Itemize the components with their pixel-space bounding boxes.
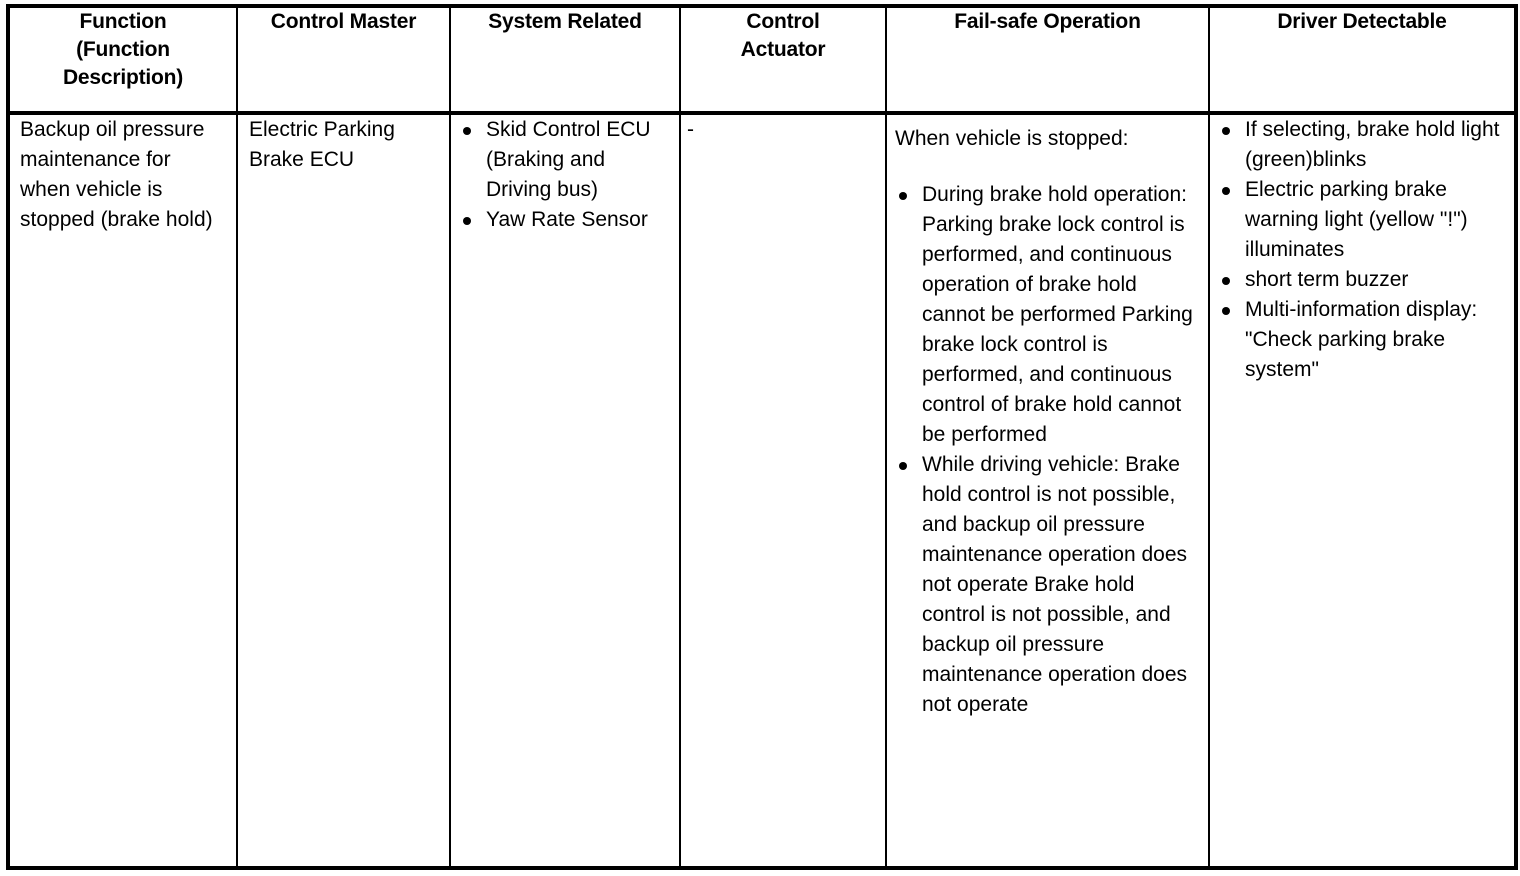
column-header-driver-detectable: Driver Detectable — [1208, 6, 1517, 115]
column-header-fail-safe-operation: Fail-safe Operation — [885, 6, 1210, 115]
column-header-system-related: System Related — [449, 6, 681, 115]
table-body: Backup oil pressure maintenance for when… — [7, 113, 1517, 868]
control-actuator-placeholder: - — [687, 118, 694, 141]
cell-control-master: Electric Parking Brake ECU — [236, 113, 451, 868]
table-row: Backup oil pressure maintenance for when… — [7, 113, 1517, 868]
cell-driver-detectable-inner: If selecting, brake hold light (green)bl… — [1210, 115, 1514, 385]
cell-system-related-inner: Skid Control ECU (Braking and Driving bu… — [451, 115, 679, 235]
list-item: Electric parking brake warning light (ye… — [1218, 175, 1506, 265]
fail-safe-function-table: Function (Function Description) Control … — [6, 4, 1518, 870]
fail-safe-list: During brake hold operation: Parking bra… — [895, 180, 1200, 720]
control-master-text: Electric Parking Brake ECU — [249, 118, 395, 171]
list-item: During brake hold operation: Parking bra… — [895, 180, 1200, 450]
cell-fail-safe-operation: When vehicle is stopped: During brake ho… — [885, 113, 1210, 868]
list-item: While driving vehicle: Brake hold contro… — [895, 450, 1200, 720]
fail-safe-intro-text: When vehicle is stopped: — [895, 127, 1129, 150]
cell-function-inner: Backup oil pressure maintenance for when… — [10, 115, 236, 235]
list-item: If selecting, brake hold light (green)bl… — [1218, 115, 1506, 175]
cell-control-master-inner: Electric Parking Brake ECU — [238, 115, 449, 175]
column-header-control-master: Control Master — [236, 6, 451, 115]
cell-fail-safe-inner: When vehicle is stopped: During brake ho… — [887, 115, 1208, 720]
cell-system-related: Skid Control ECU (Braking and Driving bu… — [449, 113, 681, 868]
system-related-list: Skid Control ECU (Braking and Driving bu… — [459, 115, 669, 235]
table-header-row: Function (Function Description) Control … — [7, 6, 1517, 115]
cell-control-actuator: - — [679, 113, 887, 868]
column-header-function: Function (Function Description) — [7, 6, 238, 115]
table-header: Function (Function Description) Control … — [7, 6, 1517, 115]
cell-driver-detectable: If selecting, brake hold light (green)bl… — [1208, 113, 1517, 868]
list-item: Yaw Rate Sensor — [459, 205, 669, 235]
list-item: short term buzzer — [1218, 265, 1506, 295]
driver-detectable-list: If selecting, brake hold light (green)bl… — [1218, 115, 1506, 385]
list-item: Skid Control ECU (Braking and Driving bu… — [459, 115, 669, 205]
cell-control-actuator-inner: - — [681, 115, 885, 145]
function-description-text: Backup oil pressure maintenance for when… — [20, 118, 213, 231]
column-header-control-actuator: Control Actuator — [679, 6, 887, 115]
cell-function: Backup oil pressure maintenance for when… — [7, 113, 238, 868]
list-item: Multi-information display: "Check parkin… — [1218, 295, 1506, 385]
